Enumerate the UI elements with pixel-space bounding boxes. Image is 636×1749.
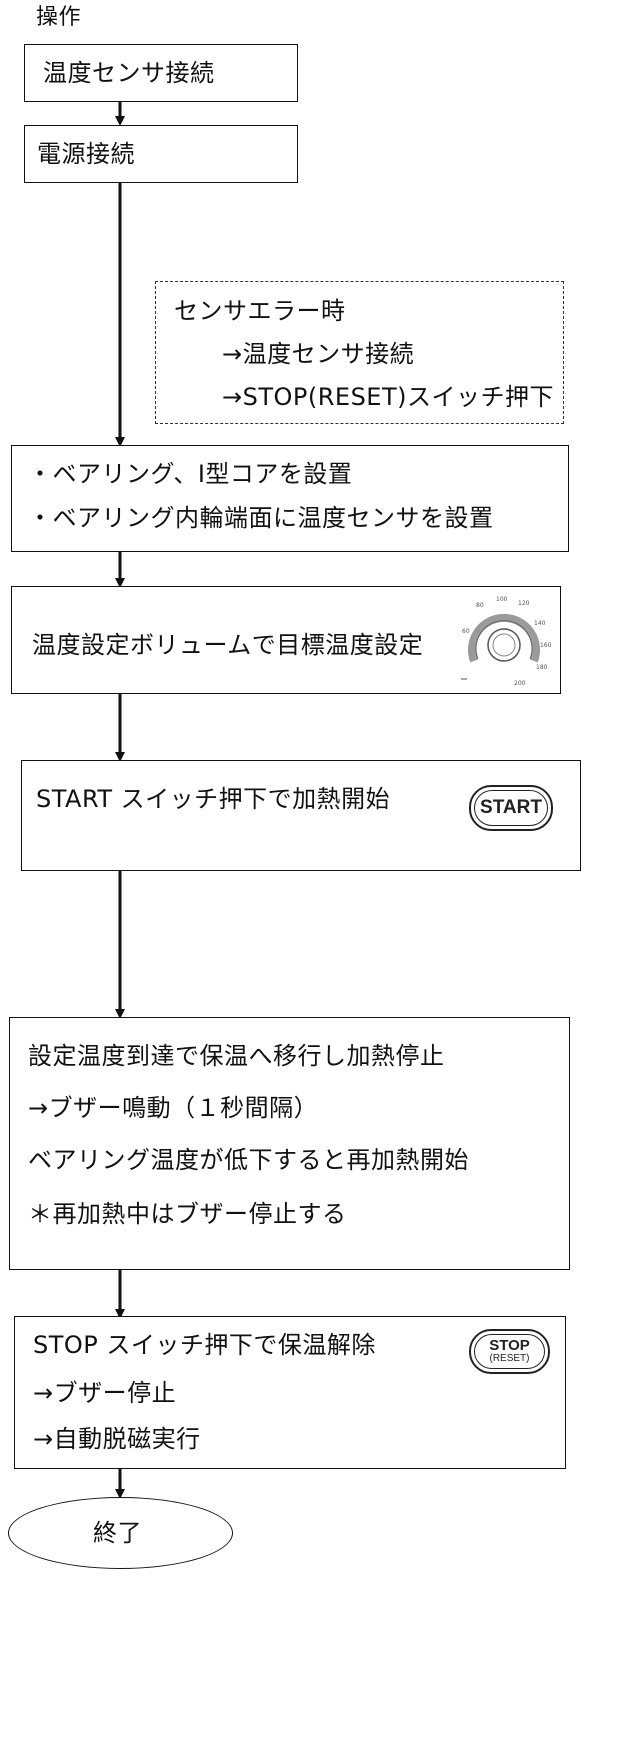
step-stop-line1: STOP スイッチ押下で保温解除 xyxy=(33,1331,376,1359)
start-button-icon: START xyxy=(469,785,553,831)
dial-tick-60: 60 xyxy=(462,628,470,635)
step-install-bearing: ・ベアリング、I型コアを設置 ・ベアリング内輪端面に温度センサを設置 xyxy=(11,445,569,552)
step-set-temperature: 温度設定ボリュームで目標温度設定 60 80 100 120 140 160 1… xyxy=(11,586,561,694)
step-hold-line1: 設定温度到達で保温へ移行し加熱停止 xyxy=(28,1042,445,1070)
step-sensor-connect: 温度センサ接続 xyxy=(24,44,298,102)
step-set-temperature-label: 温度設定ボリュームで目標温度設定 xyxy=(32,631,424,659)
note-title: センサエラー時 xyxy=(174,297,346,325)
end-terminator: 終了 xyxy=(8,1497,233,1569)
dial-tick-160: 160 xyxy=(540,642,552,649)
step-sensor-connect-label: 温度センサ接続 xyxy=(43,59,215,87)
step-stop-line2: →ブザー停止 xyxy=(33,1379,177,1407)
flow-header: 操作 xyxy=(36,5,82,30)
start-button-label: START xyxy=(480,797,542,818)
step-hold-line3: ベアリング温度が低下すると再加熱開始 xyxy=(28,1146,469,1174)
step-install-bearing-line2: ・ベアリング内輪端面に温度センサを設置 xyxy=(28,504,494,532)
temperature-dial-icon: 60 80 100 120 140 160 180 200 xyxy=(461,596,552,687)
dial-tick-80: 80 xyxy=(476,602,484,609)
step-hold-line2: →ブザー鳴動（１秒間隔） xyxy=(28,1094,319,1122)
step-hold-temperature: 設定温度到達で保温へ移行し加熱停止 →ブザー鳴動（１秒間隔） ベアリング温度が低… xyxy=(9,1017,570,1270)
dial-tick-100: 100 xyxy=(496,596,508,603)
step-install-bearing-line1: ・ベアリング、I型コアを設置 xyxy=(28,460,353,488)
stop-button-label: STOP xyxy=(489,1336,530,1354)
dial-tick-180: 180 xyxy=(536,664,548,671)
stop-reset-button-icon: STOP (RESET) xyxy=(469,1329,550,1374)
step-power-connect-label: 電源接続 xyxy=(37,140,135,168)
note-line-sensor: →温度センサ接続 xyxy=(222,340,415,368)
step-power-connect: 電源接続 xyxy=(24,125,298,183)
step-stop-line3: →自動脱磁実行 xyxy=(33,1425,201,1453)
end-label: 終了 xyxy=(93,1519,142,1547)
dial-tick-120: 120 xyxy=(518,600,530,607)
dial-tick-200: 200 xyxy=(514,680,526,687)
reset-button-label: (RESET) xyxy=(489,1352,530,1364)
note-line-stop: →STOP(RESET)スイッチ押下 xyxy=(222,383,554,411)
step-start-heating-label: START スイッチ押下で加熱開始 xyxy=(36,785,391,813)
dial-tick-140: 140 xyxy=(534,620,546,627)
sensor-error-note: センサエラー時 →温度センサ接続 →STOP(RESET)スイッチ押下 xyxy=(155,281,564,424)
step-hold-line4: ＊再加熱中はブザー停止する xyxy=(28,1200,347,1228)
